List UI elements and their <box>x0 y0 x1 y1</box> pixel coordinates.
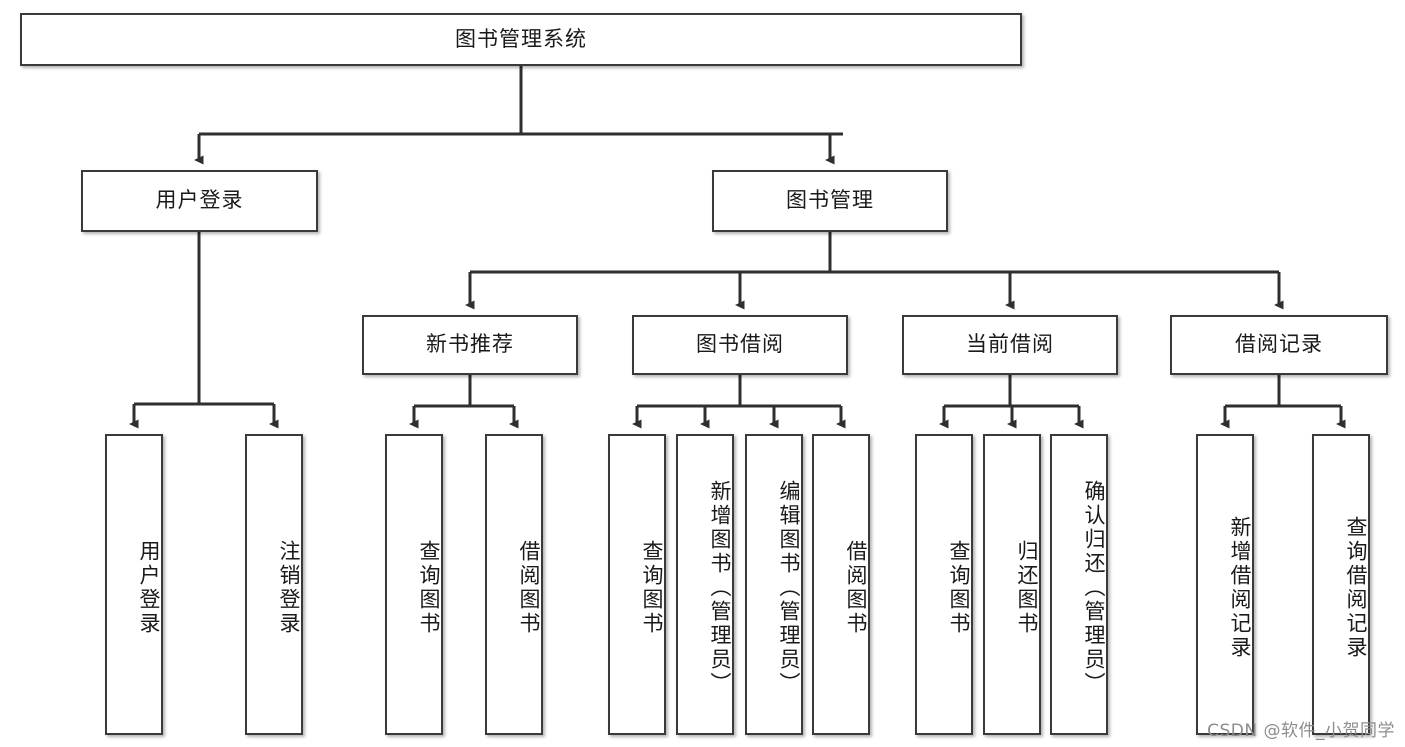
node-label-newbook: 新书推荐 <box>426 332 514 357</box>
node-box-borrow-3[interactable]: 编辑图书（管理员） <box>745 434 803 735</box>
node-label-root: 图书管理系统 <box>455 26 587 51</box>
node-box-bookmgmt[interactable]: 图书管理 <box>712 170 948 232</box>
node-label-records-2: 查询借阅记录 <box>1344 515 1368 660</box>
node-box-records[interactable]: 借阅记录 <box>1170 315 1388 375</box>
node-label-borrow: 图书借阅 <box>696 332 784 357</box>
node-label-newbook-2: 借阅图书 <box>517 539 541 636</box>
node-label-current-2: 归还图书 <box>1015 539 1039 636</box>
node-box-borrow-4[interactable]: 借阅图书 <box>812 434 870 735</box>
node-box-root[interactable]: 图书管理系统 <box>20 13 1022 66</box>
node-box-newbook-2[interactable]: 借阅图书 <box>485 434 543 735</box>
node-box-login-2[interactable]: 注销登录 <box>245 434 303 735</box>
node-label-borrow-3: 编辑图书（管理员） <box>777 479 801 696</box>
node-label-newbook-1: 查询图书 <box>417 539 441 636</box>
node-box-borrow-2[interactable]: 新增图书（管理员） <box>676 434 734 735</box>
node-box-current-1[interactable]: 查询图书 <box>915 434 973 735</box>
node-label-current-1: 查询图书 <box>947 539 971 636</box>
node-label-borrow-2: 新增图书（管理员） <box>708 479 732 696</box>
node-box-borrow[interactable]: 图书借阅 <box>632 315 848 375</box>
node-label-current: 当前借阅 <box>966 332 1054 357</box>
node-box-records-2[interactable]: 查询借阅记录 <box>1312 434 1370 735</box>
node-box-login[interactable]: 用户登录 <box>81 170 318 232</box>
node-label-login: 用户登录 <box>155 188 244 213</box>
node-box-borrow-1[interactable]: 查询图书 <box>608 434 666 735</box>
node-label-bookmgmt: 图书管理 <box>786 188 874 213</box>
node-label-login-1: 用户登录 <box>137 539 161 636</box>
node-label-login-2: 注销登录 <box>277 539 301 636</box>
node-box-login-1[interactable]: 用户登录 <box>105 434 163 735</box>
watermark-text: CSDN @软件_小贺同学 <box>1207 721 1395 741</box>
node-label-records-1: 新增借阅记录 <box>1228 515 1252 660</box>
node-label-borrow-4: 借阅图书 <box>844 539 868 636</box>
node-box-newbook[interactable]: 新书推荐 <box>362 315 578 375</box>
node-box-current-2[interactable]: 归还图书 <box>983 434 1041 735</box>
node-label-borrow-1: 查询图书 <box>640 539 664 636</box>
node-label-current-3: 确认归还（管理员） <box>1082 479 1106 696</box>
node-box-current[interactable]: 当前借阅 <box>902 315 1118 375</box>
node-box-records-1[interactable]: 新增借阅记录 <box>1196 434 1254 735</box>
node-box-newbook-1[interactable]: 查询图书 <box>385 434 443 735</box>
node-box-current-3[interactable]: 确认归还（管理员） <box>1050 434 1108 735</box>
node-label-records: 借阅记录 <box>1235 332 1323 357</box>
